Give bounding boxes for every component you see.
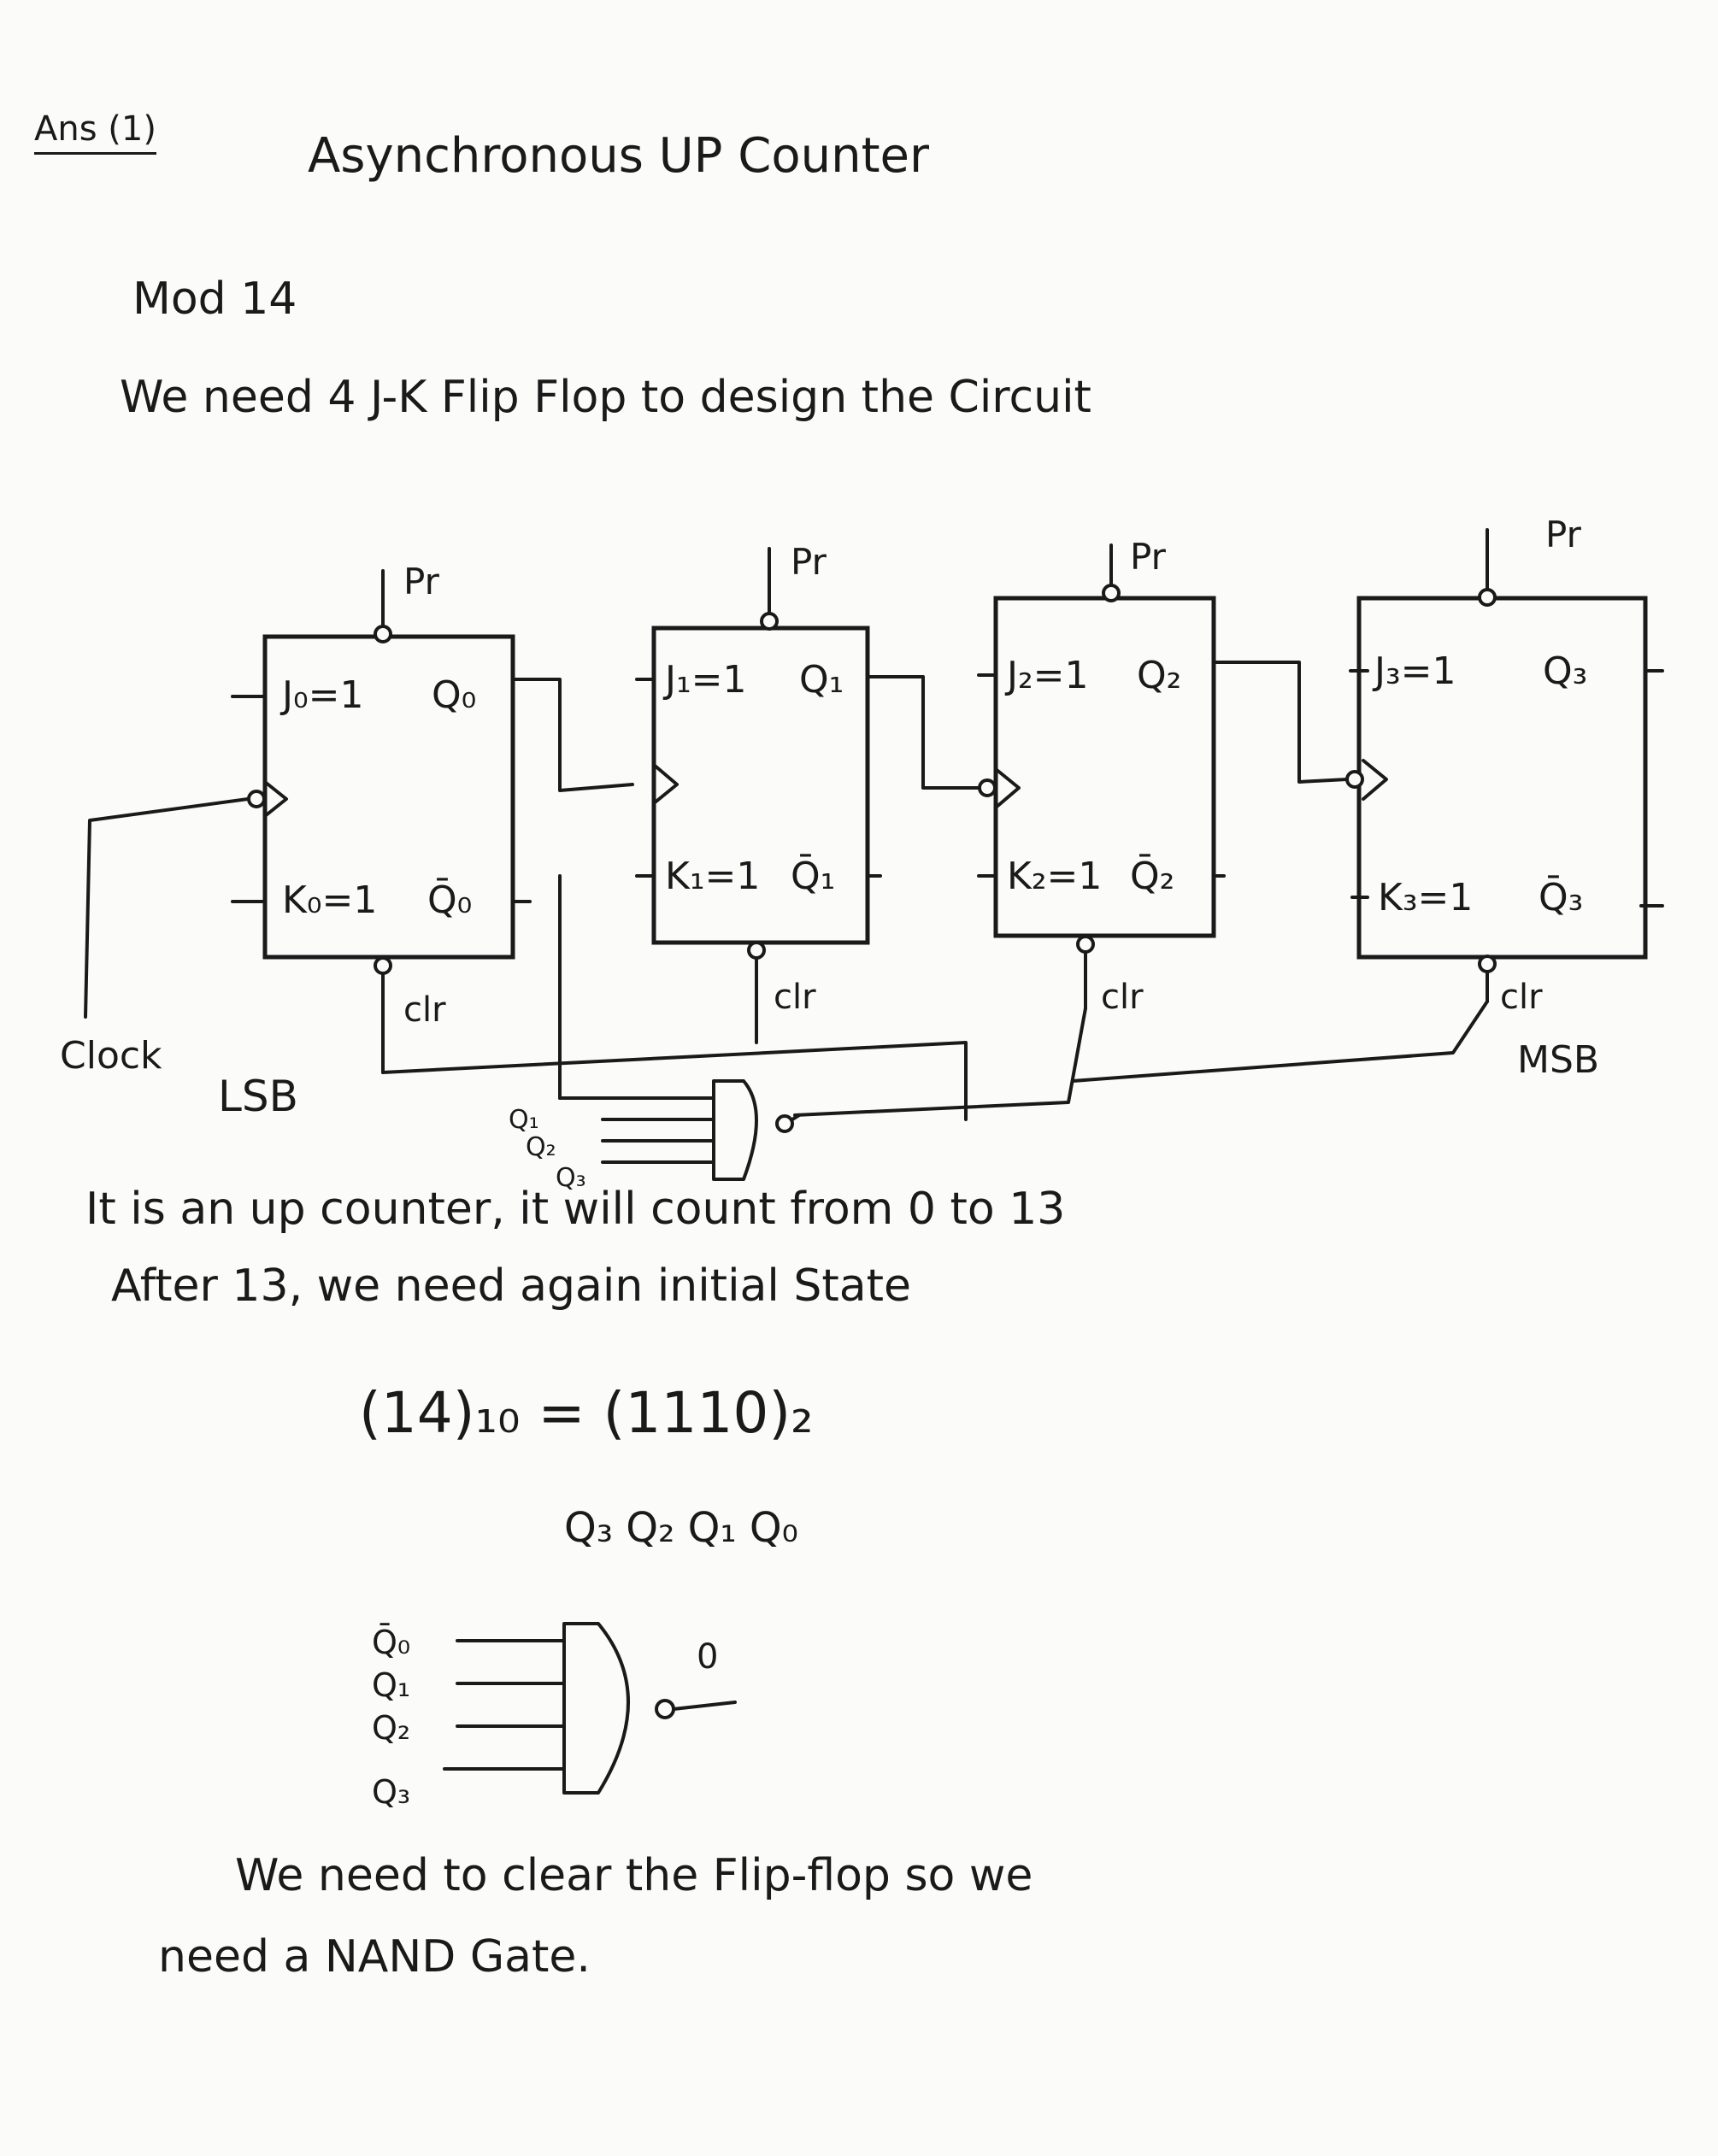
ff1-clear-label: clr (774, 978, 816, 1017)
ff0-preset-label: Pr (403, 561, 440, 602)
mod-label: Mod 14 (132, 273, 297, 325)
ff2-clear-label: clr (1101, 978, 1144, 1017)
ff1-qbar-label: Q̄₁ (791, 853, 835, 898)
gate2-input-q1: Q₁ (372, 1666, 410, 1704)
nand-gate-clear: Q₁ Q₂ Q₃ (509, 874, 801, 1193)
answer-label: Ans (1) (34, 109, 156, 155)
ripple-wire-0 (511, 678, 634, 792)
ff3-k-label: K₃=1 (1378, 876, 1473, 919)
ff0-clear-label: clr (403, 990, 446, 1030)
ff1-j-label: J₁=1 (662, 658, 746, 702)
clear-bus-left (381, 1041, 968, 1121)
gate2-output: 0 (697, 1637, 718, 1677)
ripple-wire-2 (1212, 661, 1349, 784)
ff3-qbar-label: Q̄₃ (1539, 874, 1583, 919)
conversion-equation: (14)₁₀ = (1110)₂ (359, 1380, 814, 1446)
ff0-k-label: K₀=1 (282, 878, 377, 922)
ff3-clear-label: clr (1500, 978, 1543, 1017)
ripple-wire-1 (866, 675, 980, 790)
requirement-text: We need 4 J-K Flip Flop to design the Ci… (120, 372, 1091, 423)
ff1-k-label: K₁=1 (665, 855, 760, 898)
flipflop-1: Pr J₁=1 Q₁ K₁=1 Q̄₁ clr (635, 541, 870, 1019)
nand-input-q3: Q₃ (556, 1163, 586, 1193)
ff0-q-label: Q₀ (432, 673, 476, 717)
nand-input-q2: Q₂ (526, 1132, 556, 1162)
explanation-line-2: After 13, we need again initial State (111, 1260, 911, 1312)
ff3-j-label: J₃=1 (1372, 649, 1456, 693)
clear-bus-mid (793, 1007, 1087, 1117)
flipflop-2: Pr J₂=1 Q₂ K₂=1 Q̄₂ clr (977, 536, 1216, 1017)
ff2-preset-label: Pr (1130, 536, 1167, 578)
clear-bus-right (1071, 1000, 1489, 1083)
page-title: Asynchronous UP Counter (308, 128, 930, 184)
ff0-j-label: J₀=1 (279, 673, 363, 717)
nand-input-q1: Q₁ (509, 1105, 539, 1135)
gate2-input-q3: Q₃ (372, 1773, 410, 1811)
lsb-label: LSB (218, 1072, 298, 1121)
nand-gate-decode: Q̄₀ Q₁ Q₂ Q₃ 0 (372, 1622, 737, 1811)
conclusion-line-2: need a NAND Gate. (158, 1931, 591, 1983)
explanation-line-1: It is an up counter, it will count from … (85, 1184, 1066, 1235)
conclusion-line-1: We need to clear the Flip-flop so we (235, 1850, 1033, 1901)
ff2-qbar-label: Q̄₂ (1130, 853, 1174, 898)
gate2-input-q2: Q₂ (372, 1709, 410, 1747)
ff3-preset-label: Pr (1545, 514, 1582, 555)
ff3-q-label: Q₃ (1543, 649, 1587, 693)
flipflop-3: Pr J₃=1 Q₃ K₃=1 Q̄₃ clr (1345, 514, 1648, 1017)
ff2-k-label: K₂=1 (1007, 855, 1102, 898)
conversion-bits: Q₃ Q₂ Q₁ Q₀ (564, 1504, 798, 1552)
flipflop-0: Pr J₀=1 Q₀ K₀=1 Q̄₀ clr (231, 561, 515, 1074)
ff2-q-label: Q₂ (1137, 654, 1181, 697)
clock-wire (84, 797, 250, 1019)
ff1-q-label: Q₁ (799, 658, 844, 702)
ff2-j-label: J₂=1 (1004, 654, 1088, 697)
msb-label: MSB (1517, 1038, 1599, 1082)
ff1-preset-label: Pr (791, 541, 827, 583)
clock-label: Clock (60, 1034, 162, 1078)
gate2-input-q0bar: Q̄₀ (372, 1624, 410, 1661)
ff0-qbar-label: Q̄₀ (427, 877, 472, 922)
